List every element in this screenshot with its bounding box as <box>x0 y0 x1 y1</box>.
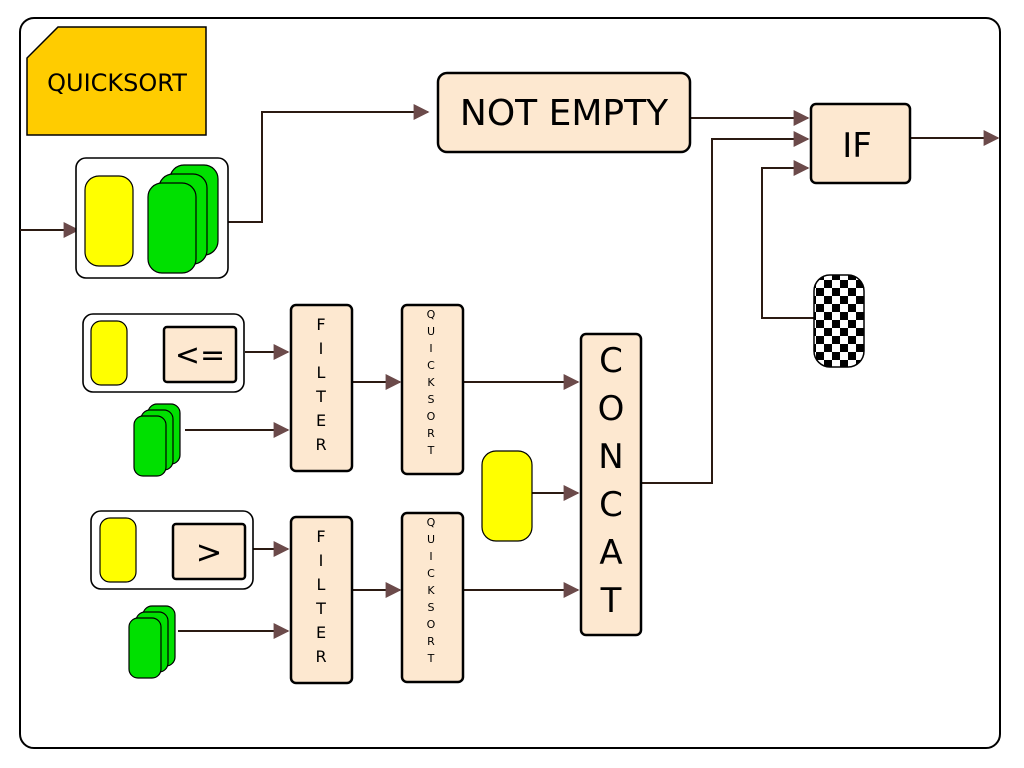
list-icon <box>147 164 219 274</box>
gt-predicate-group: > <box>90 510 254 590</box>
element-icon <box>84 175 134 267</box>
list-to-notempty-wire <box>228 104 430 223</box>
page-title: QUICKSORT <box>47 69 187 97</box>
if-label: IF <box>842 126 872 166</box>
element-icon <box>99 517 137 583</box>
lte-predicate-group: <= <box>82 313 245 393</box>
gt-operator: > <box>196 533 223 571</box>
if-node: IF <box>809 102 912 185</box>
list-icon <box>128 605 176 679</box>
input-list-group <box>75 157 229 279</box>
empty-to-if-wire <box>761 160 814 319</box>
lte-operator: <= <box>175 338 225 373</box>
title-card: QUICKSORT <box>26 26 207 136</box>
element-icon <box>90 320 128 386</box>
list-icon <box>133 403 181 477</box>
concat-to-if-wire <box>642 131 810 484</box>
not-empty-node: NOT EMPTY <box>436 71 692 154</box>
empty-list-icon <box>813 274 865 368</box>
not-empty-label: NOT EMPTY <box>460 93 669 134</box>
element-icon <box>481 450 533 542</box>
